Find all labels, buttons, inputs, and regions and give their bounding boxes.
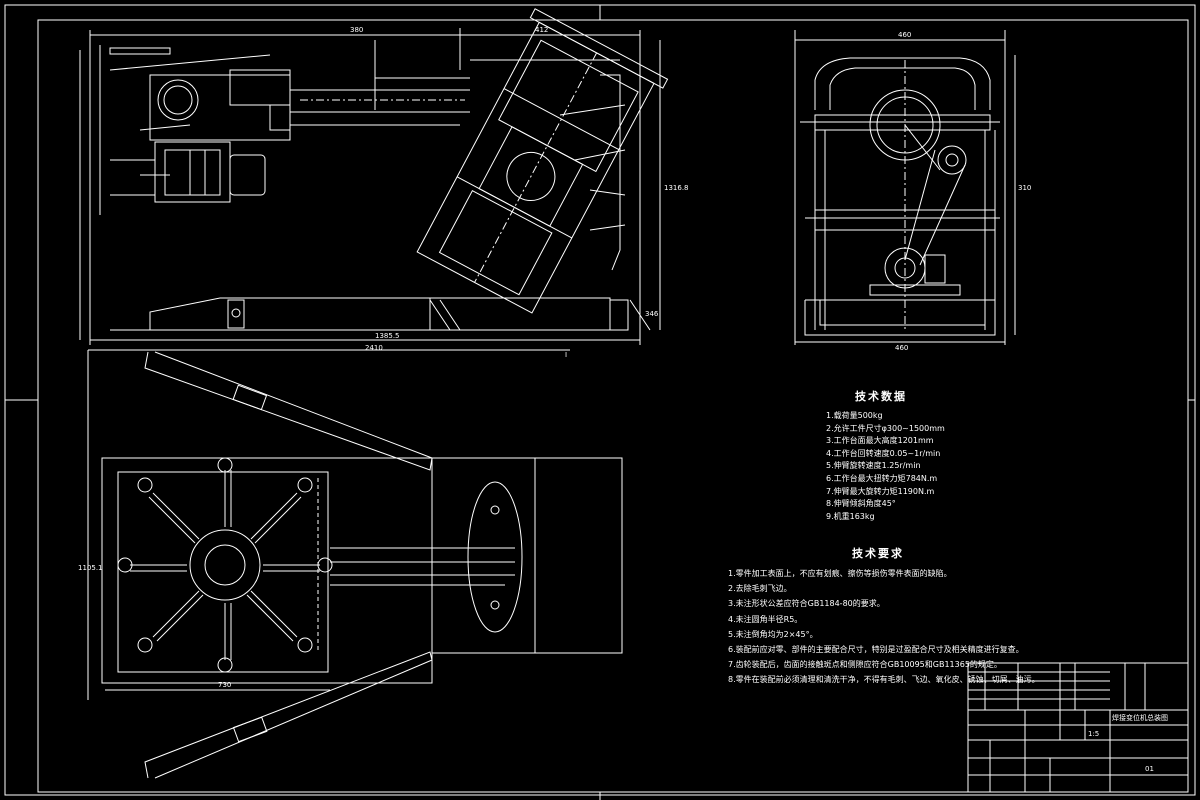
dim-side-width: 460 [895,344,908,352]
dim-side-top: 460 [898,31,911,39]
tech-req-line: 6.装配前应对零、部件的主要配合尺寸，特别是过盈配合尺寸及相关精度进行复查。 [728,645,1024,655]
tech-data-line: 1.载荷量500kg [826,411,883,420]
dim-plan-bottom: 730 [218,681,231,689]
dim-front-height: 346 [645,310,659,318]
tech-requirements-panel: 技术要求 1.零件加工表面上，不应有划痕、擦伤等损伤零件表面的缺陷。 2.去除毛… [728,545,1108,688]
dim-front-top-left: 380 [350,26,363,34]
dim-plan-height: 1105.1 [78,564,103,572]
dim-front-overall: 2410 [365,344,383,352]
tech-data-line: 4.工作台回转速度0.05~1r/min [826,448,941,458]
title-block-scale: 1:5 [1088,730,1100,738]
tech-data-line: 7.伸臂最大旋转力矩1190N.m [826,486,935,496]
tech-data-line: 6.工作台最大扭转力矩784N.m [826,473,938,483]
section-mark: I [565,351,567,359]
tech-data-heading: 技术数据 [855,390,907,403]
tech-req-line: 2.去除毛刺飞边。 [728,584,792,594]
title-block-sheet: 01 [1145,765,1154,773]
dim-side-height: 310 [1018,184,1031,192]
tech-data-line: 2.允许工件尺寸φ300~1500mm [826,423,945,433]
tech-data-line: 3.工作台面最大高度1201mm [826,436,934,446]
dim-front-base: 1385.5 [375,332,400,340]
title-block [967,662,1189,793]
tech-req-line: 4.未注圆角半径R5。 [728,614,803,624]
dim-front-width: 412 [535,26,548,34]
tech-data-line: 8.伸臂倾斜角度45° [826,499,896,509]
tech-req-line: 3.未注形状公差应符合GB1184-80的要求。 [728,599,885,609]
tech-req-line: 8.零件在装配前必须清理和清洗干净，不得有毛刺、飞边、氧化皮、锈蚀、切屑、油污。 [728,675,1040,685]
tech-data-line: 9.机重163kg [826,511,875,521]
front-view [79,8,669,345]
tech-req-line: 5.未注倒角均为2×45°。 [728,629,818,639]
tech-req-line: 1.零件加工表面上，不应有划痕、擦伤等损伤零件表面的缺陷。 [728,569,952,578]
tech-data-line: 5.伸臂旋转速度1.25r/min [826,461,921,471]
side-view [794,30,1016,345]
tech-req-heading: 技术要求 [852,547,904,560]
tech-req-line: 7.齿轮装配后，齿面的接触斑点和侧隙应符合GB10095和GB11365的规定。 [728,660,1002,670]
dim-front-right-height: 1316.8 [664,184,689,192]
sheet-border [4,4,1196,800]
tech-data-panel: 技术数据 1.载荷量500kg 2.允许工件尺寸φ300~1500mm 3.工作… [826,388,1026,523]
plan-view [87,349,623,779]
title-block-drawing-name: 焊接变位机总装图 [1112,714,1168,722]
